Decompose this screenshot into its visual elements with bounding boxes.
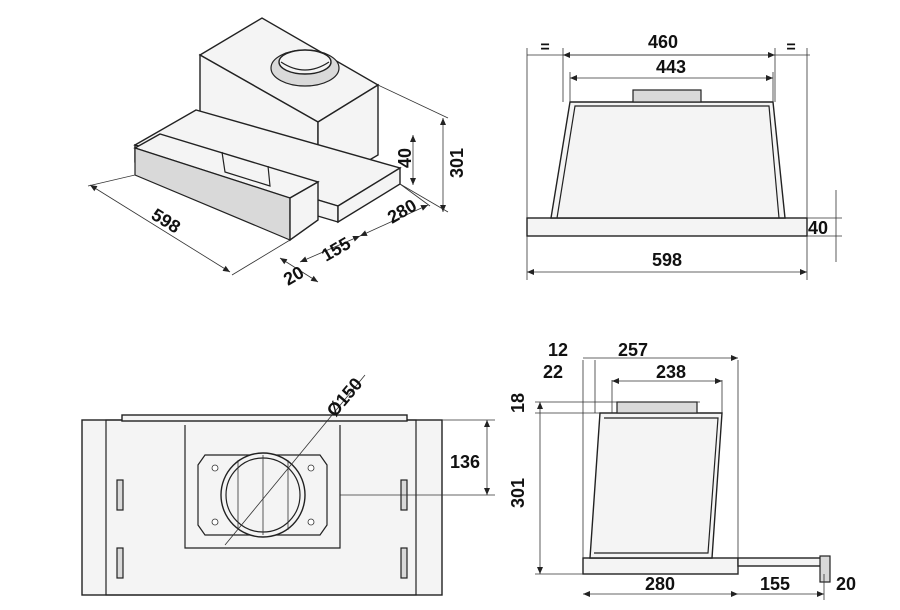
slot [116,547,124,579]
side-base [582,557,739,575]
top-view-rail [121,414,408,422]
dim-line-front [279,257,319,283]
label-280-side: 280 [645,574,675,594]
label-equal-right: = [786,39,795,56]
label-238: 238 [656,362,686,382]
mount-hole [307,464,315,472]
label-155-iso: 155 [318,233,354,265]
label-443: 443 [656,57,686,77]
visor-handle [221,151,271,187]
ext-line-width-right [231,239,291,276]
label-40-front: 40 [808,218,828,238]
isometric-view: 598 280 155 20 40 301 [87,17,467,289]
label-22: 22 [543,362,563,382]
side-duct [616,401,698,414]
dim-line-width [89,184,231,273]
side-body-inner [594,417,719,554]
label-301-iso: 301 [447,148,467,178]
front-view: 460 443 598 40 = = [526,32,842,280]
label-18: 18 [508,393,528,413]
label-155-side: 155 [760,574,790,594]
label-20-side: 20 [836,574,856,594]
ext-line-depth [399,183,431,207]
mount-hole [211,464,219,472]
label-12: 12 [548,340,568,360]
dim-line-drawer [299,235,361,263]
side-body [589,412,723,559]
dim-leader-150 [224,374,366,546]
front-duct [632,89,702,103]
front-body-inner [556,105,780,219]
side-view: 12 257 22 238 18 301 280 155 20 [508,340,856,600]
slot [400,547,408,579]
top-view: Ø150 136 [81,374,495,596]
label-40-iso: 40 [395,148,415,168]
label-598-iso: 598 [148,204,184,237]
label-301-side: 301 [508,478,528,508]
label-equal-left: = [540,39,549,56]
visor-end [289,180,319,242]
motor-outline [184,425,341,549]
ext-line-height-top [377,84,449,119]
duct-rim [280,61,330,71]
mount-hole [211,518,219,526]
slot [116,479,124,511]
mount-hole [307,518,315,526]
label-460: 460 [648,32,678,52]
front-body [550,101,786,219]
front-panel [526,217,808,237]
dim-line-depth [359,204,429,237]
motor-flange [197,454,328,536]
side-drawer [737,557,825,567]
side-drawer-front [819,555,831,583]
ext-line-height-bottom [399,183,449,213]
ext-line-width-left [87,174,136,187]
label-20-iso: 20 [280,262,307,289]
label-257: 257 [618,340,648,360]
label-136: 136 [450,452,480,472]
label-598-front: 598 [652,250,682,270]
